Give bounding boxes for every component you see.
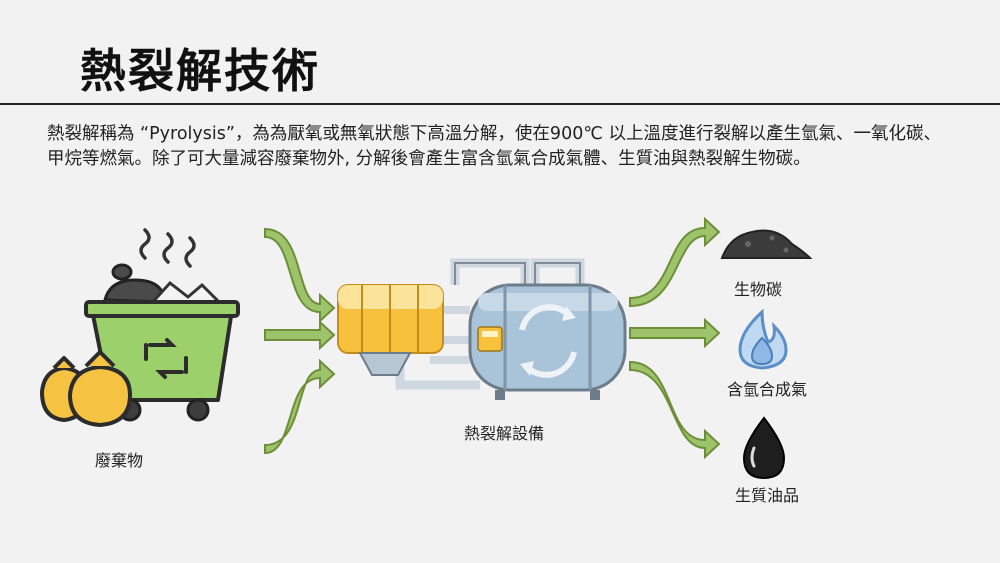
biochar-pile-icon <box>720 229 813 259</box>
oil-drop-icon <box>742 416 786 480</box>
flame-icon <box>738 308 788 370</box>
waste-label: 廢棄物 <box>95 451 144 470</box>
output-label-biochar: 生物碳 <box>734 280 783 299</box>
description-paragraph: 熱裂解稱為 “Pyrolysis”，為為厭氧或無氧狀態下高溫分解，使在900℃ … <box>47 124 942 169</box>
title-divider <box>0 103 1000 105</box>
output-arrows <box>629 216 721 460</box>
pyrolysis-equipment-icon <box>337 258 627 400</box>
output-label-bio-oil: 生質油品 <box>735 486 800 505</box>
page-title: 熱裂解技術 <box>80 44 320 98</box>
waste-bin-icon <box>39 228 240 428</box>
equipment-label: 熱裂解設備 <box>464 424 545 443</box>
input-arrows <box>264 227 336 455</box>
output-label-syngas: 含氫合成氣 <box>727 380 808 399</box>
